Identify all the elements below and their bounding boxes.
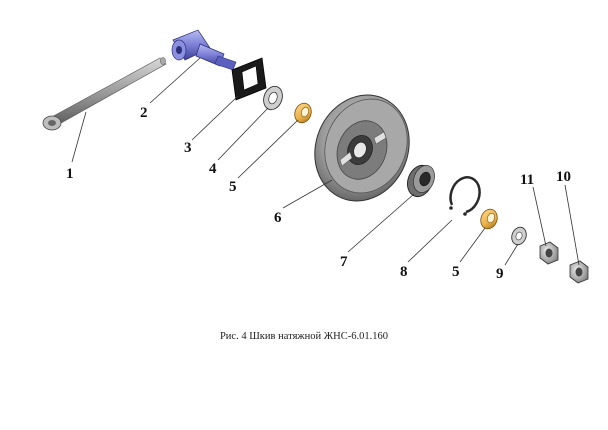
part-7-bearing [407,164,435,198]
part-5-bushing-right [480,208,498,230]
part-1-axle-bolt [42,57,167,131]
part-6-pulley [314,94,410,202]
callout-9: 9 [496,266,504,282]
callout-2: 2 [140,105,148,121]
part-10-nut [569,260,589,284]
callout-labels: 1 2 3 4 5 6 7 8 5 9 11 10 [66,105,571,282]
callout-6: 6 [274,210,282,226]
callout-5-left: 5 [229,179,237,195]
callout-1: 1 [66,166,74,182]
callout-3: 3 [184,140,192,156]
part-3-square-plate [231,57,267,101]
figure-caption: Рис. 4 Шкив натяжной ЖНС-6.01.160 [219,331,389,342]
callout-7: 7 [340,254,348,270]
callout-4: 4 [209,161,217,177]
callout-8: 8 [400,264,408,280]
callout-5-right: 5 [452,264,460,280]
part-5-bushing-left [294,102,312,124]
callout-10: 10 [556,169,571,185]
part-8-snap-ring [449,176,481,216]
callout-11: 11 [520,172,534,188]
part-11-nut [539,241,559,265]
part-2-stepped-shaft [171,29,237,71]
leader-lines [71,57,580,266]
part-9-washer [511,226,527,246]
part-4-washer [263,85,283,111]
